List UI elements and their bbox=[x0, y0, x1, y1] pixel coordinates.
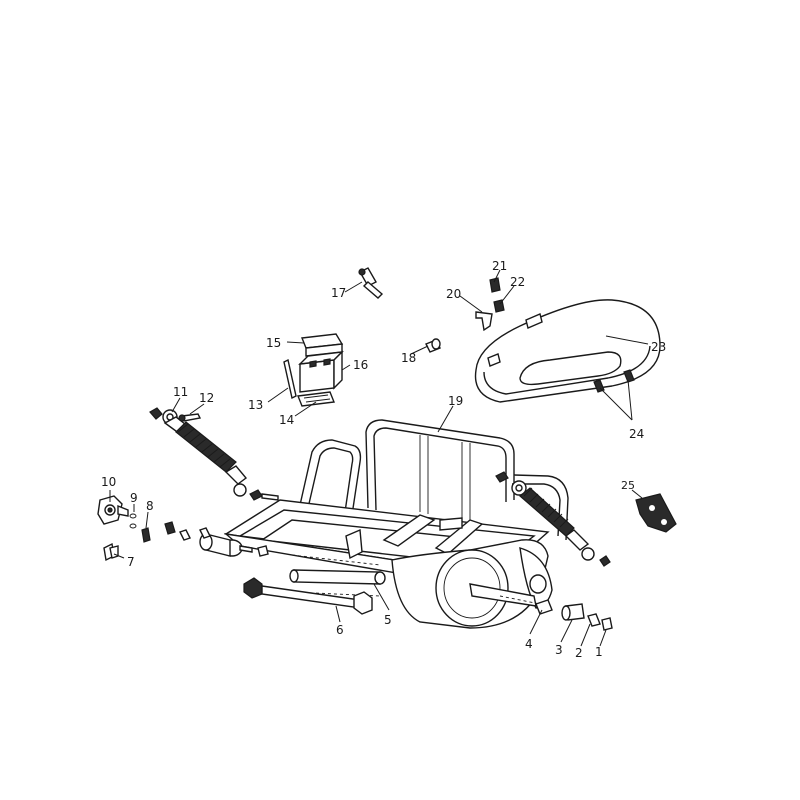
callout-15: 15 bbox=[266, 336, 281, 350]
callout-6: 6 bbox=[336, 623, 344, 637]
callout-4: 4 bbox=[525, 637, 533, 651]
right-hardware bbox=[535, 599, 613, 631]
callout-3: 3 bbox=[555, 643, 563, 657]
callout-14: 14 bbox=[279, 413, 294, 427]
callout-25: 25 bbox=[621, 479, 635, 492]
callout-22: 22 bbox=[510, 275, 525, 289]
callout-11: 11 bbox=[173, 385, 188, 399]
left-hardware bbox=[97, 495, 269, 562]
battery-parts bbox=[283, 333, 344, 407]
callout-17: 17 bbox=[331, 286, 346, 300]
bracket-parts-20-22 bbox=[475, 277, 505, 332]
callout-13: 13 bbox=[248, 398, 263, 412]
callout-18: 18 bbox=[401, 351, 416, 365]
fitting-18 bbox=[425, 338, 441, 353]
callout-20: 20 bbox=[446, 287, 461, 301]
callout-5: 5 bbox=[384, 613, 392, 627]
callout-1: 1 bbox=[595, 645, 603, 659]
callout-labels: 1 2 3 4 5 6 7 8 9 10 11 12 13 14 15 16 1… bbox=[101, 259, 666, 660]
callout-16: 16 bbox=[353, 358, 368, 372]
callout-2: 2 bbox=[575, 646, 583, 660]
callout-10: 10 bbox=[101, 475, 116, 489]
leader-lines bbox=[109, 269, 649, 647]
rear-frame-assembly bbox=[199, 419, 569, 629]
callout-21: 21 bbox=[492, 259, 507, 273]
bracket-25 bbox=[635, 493, 677, 533]
bolt-17 bbox=[358, 267, 384, 299]
callout-12: 12 bbox=[199, 391, 214, 405]
shock-absorber-right bbox=[495, 471, 611, 567]
callout-24: 24 bbox=[629, 427, 644, 441]
callout-9: 9 bbox=[130, 491, 138, 505]
callout-8: 8 bbox=[146, 499, 154, 513]
callout-19: 19 bbox=[448, 394, 463, 408]
callout-23: 23 bbox=[651, 340, 666, 354]
pivot-bolt bbox=[243, 577, 373, 615]
shock-absorber-left bbox=[149, 407, 279, 501]
callout-7: 7 bbox=[127, 555, 135, 569]
chain-cover bbox=[474, 299, 661, 403]
